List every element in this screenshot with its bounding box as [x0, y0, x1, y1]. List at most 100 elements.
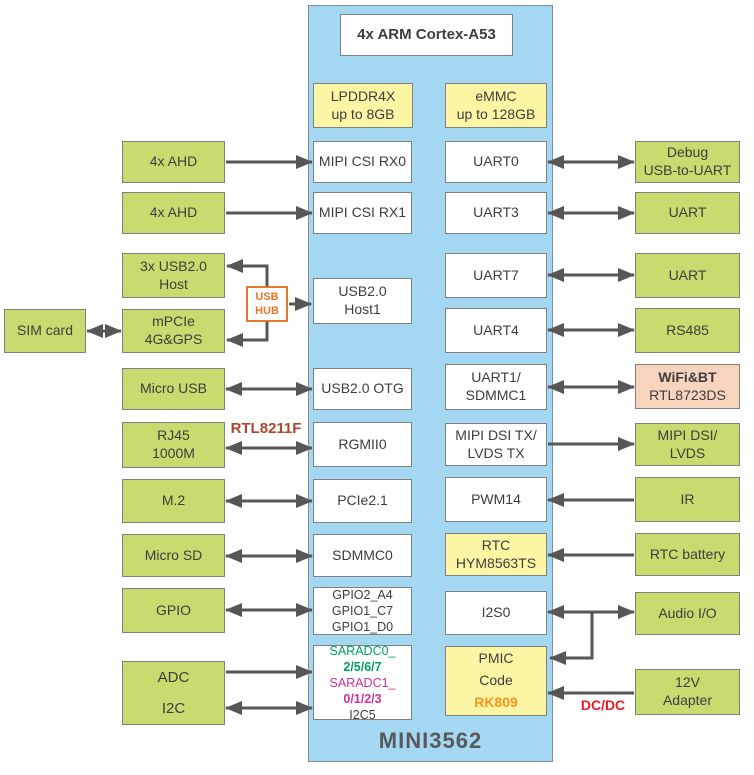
box-line: RJ45	[157, 427, 190, 444]
box-adc-i2c: ADC I2C	[122, 661, 225, 725]
box-line: UART7	[473, 266, 519, 283]
box-audio-io: Audio I/O	[635, 592, 740, 635]
box-line: 4G&GPS	[144, 331, 203, 347]
box-line: Host1	[344, 301, 381, 317]
box-ahd0: 4x AHD	[122, 141, 225, 183]
box-line: USB-to-UART	[643, 162, 732, 178]
box-line: RK809	[474, 693, 518, 710]
box-line: Debug	[666, 144, 709, 161]
box-line: UART3	[473, 204, 519, 221]
box-m2: M.2	[122, 479, 225, 523]
box-pwm14: PWM14	[445, 477, 547, 522]
edge-hub-mpcie	[226, 321, 269, 347]
box-line: LPDDR4X	[330, 87, 396, 104]
box-gpio: GPIO	[122, 588, 225, 633]
box-line: PMIC	[478, 650, 514, 667]
box-line: PCIe2.1	[337, 492, 388, 509]
box-cpu: 4x ARM Cortex-A53	[340, 14, 513, 56]
box-mipi-csi-rx0: MIPI CSI RX0	[313, 141, 412, 183]
box-ahd1: 4x AHD	[122, 192, 225, 234]
box-uart-ext2: UART	[635, 253, 740, 298]
box-line: up to 8GB	[331, 105, 395, 122]
box-uart-ext1: UART	[635, 192, 740, 234]
box-line: GPIO1_D0	[331, 620, 394, 634]
box-line: MIPI CSI RX1	[318, 204, 407, 221]
box-line: ADC	[157, 668, 190, 686]
box-line: SIM card	[16, 322, 73, 339]
box-line: GPIO2_A4	[332, 588, 393, 602]
box-line: Adapter	[662, 692, 713, 708]
box-line: I2S0	[481, 604, 511, 621]
box-line: IR	[680, 490, 695, 507]
box-i2s0: I2S0	[445, 591, 547, 635]
box-line: 4x ARM Cortex-A53	[357, 26, 496, 44]
label-dc-dc: DC/DC	[580, 697, 626, 713]
box-line: I2C	[161, 699, 186, 717]
box-uart4: UART4	[445, 308, 547, 353]
box-line: HYM8563TS	[455, 554, 537, 571]
box-line: Host	[159, 275, 188, 292]
box-line: RTL8723DS	[649, 386, 726, 403]
box-line: M.2	[161, 492, 186, 509]
box-line: UART1/	[471, 369, 521, 386]
box-sdmmc0: SDMMC0	[313, 534, 412, 577]
box-line: Audio I/O	[658, 604, 717, 621]
box-uart7: UART7	[445, 253, 547, 298]
box-line: 2/5/6/7	[343, 659, 382, 674]
box-line: Code	[479, 672, 513, 689]
box-line: up to 128GB	[456, 105, 536, 122]
box-uart1-sdmmc1: UART1/SDMMC1	[445, 364, 547, 410]
box-line: Micro USB	[140, 380, 207, 397]
box-line: I2C5	[349, 707, 376, 722]
box-ir: IR	[635, 477, 740, 522]
box-line: 0/1/2/3	[343, 691, 382, 706]
edge-hub-usb3x	[226, 259, 269, 287]
box-line: UART0	[473, 153, 519, 170]
box-line: PWM14	[471, 490, 521, 507]
box-line: LVDS TX	[467, 444, 525, 461]
box-uart0: UART0	[445, 141, 547, 183]
box-line: GPIO	[155, 601, 191, 618]
box-mipi-dsi-tx: MIPI DSI TX/LVDS TX	[445, 423, 547, 466]
soc-title: MINI3562	[378, 728, 483, 753]
box-rtc-battery: RTC battery	[635, 533, 740, 576]
box-line: WiFi&BT	[658, 368, 717, 385]
label-rtl8211f: RTL8211F	[230, 420, 302, 437]
box-line: SDMMC1	[465, 387, 527, 403]
edge-audio-pmic	[549, 612, 594, 665]
box-line: SARADC1_	[329, 675, 396, 690]
box-sim-card: SIM card	[4, 309, 86, 353]
box-line: eMMC	[475, 87, 517, 104]
box-mipi-csi-rx1: MIPI CSI RX1	[313, 192, 412, 234]
box-line: 1000M	[152, 445, 195, 461]
box-line: RTC battery	[649, 545, 726, 562]
box-line: MIPI DSI/	[657, 426, 718, 443]
box-line: Micro SD	[144, 546, 203, 563]
box-line: UART	[668, 204, 707, 221]
box-line: USB2.0 OTG	[321, 380, 404, 397]
box-rs485: RS485	[635, 308, 740, 353]
box-line: SARADC0_	[329, 643, 396, 658]
box-line: MIPI DSI TX/	[455, 426, 537, 443]
box-line: USB	[255, 290, 279, 303]
box-line: UART4	[473, 321, 519, 338]
box-rgmii0: RGMII0	[313, 422, 412, 467]
box-pcie21: PCIe2.1	[313, 479, 412, 523]
box-usb20-otg: USB2.0 OTG	[313, 368, 412, 410]
box-line: SDMMC0	[332, 546, 393, 563]
box-line: LVDS	[669, 444, 706, 461]
